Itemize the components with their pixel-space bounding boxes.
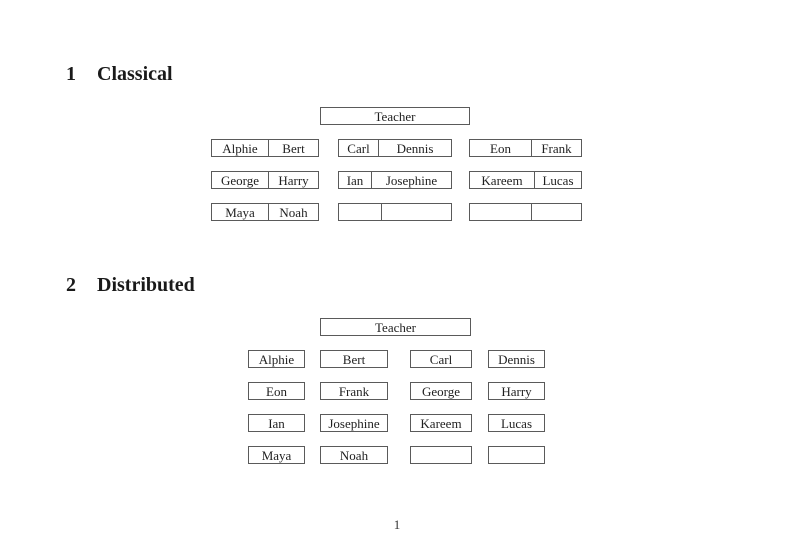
- seat-cell: Dennis: [378, 140, 451, 156]
- seat-cell: Harry: [268, 172, 318, 188]
- desk-box: Lucas: [488, 414, 545, 432]
- desk-box: Bert: [320, 350, 388, 368]
- seat-cell: Josephine: [371, 172, 451, 188]
- seat-cell: George: [220, 172, 260, 188]
- desk-pair-box-empty: [469, 203, 582, 221]
- seat-cell: [381, 204, 451, 220]
- teacher-label: Teacher: [375, 319, 416, 335]
- section-heading-classical: 1 Classical: [66, 63, 173, 85]
- desk-box: Noah: [320, 446, 388, 464]
- section-heading-distributed: 2 Distributed: [66, 274, 195, 296]
- seat-cell: [339, 204, 381, 220]
- seat-cell: Ian: [346, 172, 364, 188]
- section-title: Distributed: [97, 274, 195, 296]
- page-number: 1: [393, 517, 401, 532]
- seat-cell: [470, 204, 531, 220]
- desk-box-empty: [410, 446, 472, 464]
- desk-pair-box-empty: [338, 203, 452, 221]
- desk-box: Alphie: [248, 350, 305, 368]
- seat-cell: Carl: [347, 140, 370, 156]
- seat-cell: Maya: [225, 204, 255, 220]
- desk-box: Ian: [248, 414, 305, 432]
- desk-box: Frank: [320, 382, 388, 400]
- section-title: Classical: [97, 63, 173, 85]
- seat-cell: Kareem: [481, 172, 523, 188]
- desk-box: Josephine: [320, 414, 388, 432]
- desk-box: George: [410, 382, 472, 400]
- desk-pair-box: Alphie Bert: [211, 139, 319, 157]
- desk-pair-box: Eon Frank: [469, 139, 582, 157]
- desk-box: Maya: [248, 446, 305, 464]
- seat-cell: Frank: [531, 140, 581, 156]
- desk-pair-box: Carl Dennis: [338, 139, 452, 157]
- section-number: 2: [66, 274, 76, 296]
- desk-box: Harry: [488, 382, 545, 400]
- desk-box: Eon: [248, 382, 305, 400]
- seat-cell: [531, 204, 581, 220]
- desk-pair-box: Ian Josephine: [338, 171, 452, 189]
- teacher-label: Teacher: [374, 108, 416, 124]
- teacher-box: Teacher: [320, 107, 470, 125]
- desk-box: Kareem: [410, 414, 472, 432]
- section-number: 1: [66, 63, 76, 85]
- desk-box: Carl: [410, 350, 472, 368]
- desk-pair-box: Maya Noah: [211, 203, 319, 221]
- seat-cell: Noah: [268, 204, 318, 220]
- desk-box: Dennis: [488, 350, 545, 368]
- seat-cell: Bert: [268, 140, 318, 156]
- seat-cell: Eon: [490, 140, 511, 156]
- desk-pair-box: Kareem Lucas: [469, 171, 582, 189]
- desk-pair-box: George Harry: [211, 171, 319, 189]
- seat-cell: Lucas: [534, 172, 581, 188]
- desk-box-empty: [488, 446, 545, 464]
- teacher-box: Teacher: [320, 318, 471, 336]
- seat-cell: Alphie: [222, 140, 258, 156]
